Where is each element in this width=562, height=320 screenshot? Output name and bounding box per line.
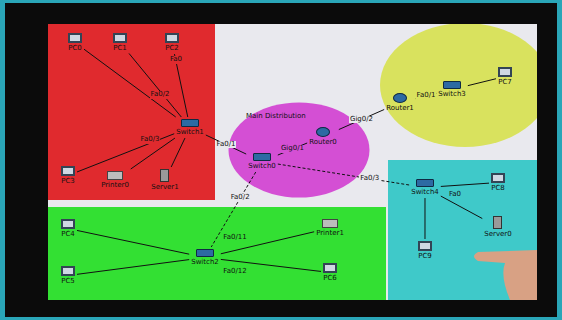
- network-device: Router0: [308, 126, 338, 147]
- network-device: Server0: [483, 215, 512, 239]
- pc-icon: [491, 173, 505, 183]
- pc-icon: [61, 166, 75, 176]
- device-name: Server1: [151, 183, 178, 191]
- yellow-area: [380, 24, 537, 147]
- port-label: Fa0/3: [359, 175, 380, 183]
- port-label: Gig0/2: [349, 116, 374, 124]
- network-link: [424, 198, 425, 239]
- device-name: PC5: [61, 277, 75, 285]
- network-link: [468, 79, 496, 86]
- port-label: Fa0/1: [416, 92, 437, 100]
- network-device: PC8: [490, 172, 506, 193]
- port-label: Fa0: [169, 56, 183, 64]
- port-label: Fa0/2: [230, 194, 251, 202]
- network-device: Server1: [150, 168, 179, 192]
- switch-icon: [196, 249, 214, 257]
- port-label: Fa0/1: [216, 141, 237, 149]
- switch-icon: [253, 153, 271, 161]
- server-icon: [160, 169, 169, 182]
- device-name: Switch2: [191, 258, 219, 266]
- device-name: Printer1: [316, 229, 344, 237]
- network-device: Printer0: [100, 170, 130, 190]
- port-label: Fa0/3: [140, 136, 161, 144]
- pc-icon: [113, 33, 127, 43]
- red-area: [48, 24, 215, 200]
- network-link: [84, 49, 176, 117]
- pc-icon: [68, 33, 82, 43]
- network-device: PC6: [322, 262, 338, 283]
- router-icon: [393, 93, 407, 103]
- pc-icon: [498, 67, 512, 77]
- network-device: Switch3: [437, 80, 467, 99]
- port-label: Fa0/12: [222, 268, 247, 276]
- network-device: PC5: [60, 265, 76, 286]
- pc-icon: [165, 33, 179, 43]
- network-device: PC2: [164, 32, 180, 53]
- network-device: Switch4: [410, 178, 440, 197]
- device-name: PC4: [61, 230, 75, 238]
- device-name: Switch4: [411, 188, 439, 196]
- device-name: PC2: [165, 44, 179, 52]
- network-link: [77, 260, 189, 275]
- server-icon: [493, 216, 502, 229]
- device-name: Switch3: [438, 90, 466, 98]
- network-device: PC3: [60, 165, 76, 186]
- device-name: PC6: [323, 274, 337, 282]
- device-name: Router0: [309, 138, 337, 146]
- port-label: Fa0/2: [150, 91, 171, 99]
- device-name: PC8: [491, 184, 505, 192]
- pc-icon: [323, 263, 337, 273]
- pointing-hand: [474, 250, 537, 300]
- device-name: Switch0: [248, 162, 276, 170]
- network-device: PC9: [417, 240, 433, 261]
- monitor-bezel: [5, 3, 557, 317]
- network-device: PC4: [60, 218, 76, 239]
- device-name: PC1: [113, 44, 127, 52]
- network-link: [171, 138, 185, 167]
- device-name: PC7: [498, 78, 512, 86]
- device-name: Printer0: [101, 181, 129, 189]
- port-label: Fa0: [448, 191, 462, 199]
- cyan-area: [388, 160, 537, 300]
- green-area: [48, 207, 386, 300]
- device-name: PC9: [418, 252, 432, 260]
- port-label: Gig0/1: [280, 145, 305, 153]
- switch-icon: [443, 81, 461, 89]
- network-device: Switch1: [175, 118, 205, 137]
- network-device: Router1: [385, 92, 415, 113]
- pc-icon: [61, 219, 75, 229]
- pc-icon: [61, 266, 75, 276]
- network-link: [441, 196, 482, 218]
- network-device: Switch2: [190, 248, 220, 267]
- network-device: PC1: [112, 32, 128, 53]
- switch-icon: [181, 119, 199, 127]
- zone-title: Main Distribution: [246, 112, 306, 120]
- device-name: Switch1: [176, 128, 204, 136]
- device-name: Router1: [386, 104, 414, 112]
- pc-icon: [418, 241, 432, 251]
- network-device: PC0: [67, 32, 83, 53]
- device-name: PC0: [68, 44, 82, 52]
- network-link: [77, 134, 174, 172]
- port-label: Fa0/11: [222, 234, 247, 242]
- router-icon: [316, 127, 330, 137]
- network-link: [441, 183, 489, 186]
- network-device: Printer1: [315, 218, 345, 238]
- switch-icon: [416, 179, 434, 187]
- printer-icon: [322, 219, 338, 228]
- network-link: [77, 230, 189, 254]
- network-device: Switch0: [247, 152, 277, 171]
- device-name: Server0: [484, 230, 511, 238]
- network-device: PC7: [497, 66, 513, 87]
- printer-icon: [107, 171, 123, 180]
- network-link: [221, 232, 314, 254]
- device-name: PC3: [61, 177, 75, 185]
